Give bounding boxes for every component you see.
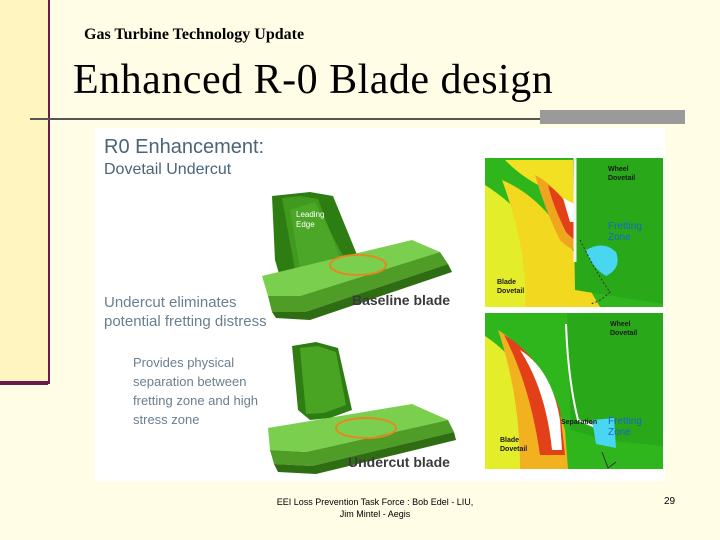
bottom-fretting-zone-label: Fretting Zone [608, 416, 642, 438]
baseline-blade-image [262, 192, 452, 320]
slide-title: Enhanced R-0 Blade design [73, 57, 554, 103]
top-blade-dovetail-label: Blade Dovetail [497, 279, 525, 295]
footer-line-1: EEI Loss Prevention Task Force : Bob Ede… [276, 497, 474, 507]
separation-label: Separation [561, 419, 598, 426]
bullet-undercut: Undercut eliminates potential fretting d… [104, 294, 267, 330]
left-accent-underline [0, 381, 48, 385]
top-wheel-dovetail-label: Wheel Dovetail [608, 166, 636, 182]
title-rule [30, 118, 680, 120]
bottom-blade-dovetail-label: Blade Dovetail [500, 437, 528, 453]
figure-heading: R0 Enhancement: [104, 136, 265, 158]
leading-edge-label: Leading Edge [296, 210, 325, 229]
baseline-blade-caption: Baseline blade [352, 292, 451, 308]
page-number: 29 [664, 496, 676, 507]
undercut-stress-plot [485, 313, 663, 469]
slide-kicker: Gas Turbine Technology Update [84, 26, 305, 43]
bottom-wheel-dovetail-label: Wheel Dovetail [610, 321, 638, 337]
left-accent-bar [0, 0, 50, 384]
bullet-separation: Provides physical separation between fre… [133, 355, 259, 427]
figure-subheading: Dovetail Undercut [104, 161, 232, 178]
footer-line-2: Jim Mintel - Aegis [339, 509, 411, 519]
undercut-blade-caption: Undercut blade [348, 454, 450, 470]
slide-footer: EEI Loss Prevention Task Force : Bob Ede… [250, 496, 500, 520]
top-fretting-zone-label: Fretting Zone [608, 221, 642, 243]
title-rule-block [540, 110, 685, 124]
baseline-stress-plot [485, 158, 663, 307]
undercut-blade-image [268, 342, 456, 474]
